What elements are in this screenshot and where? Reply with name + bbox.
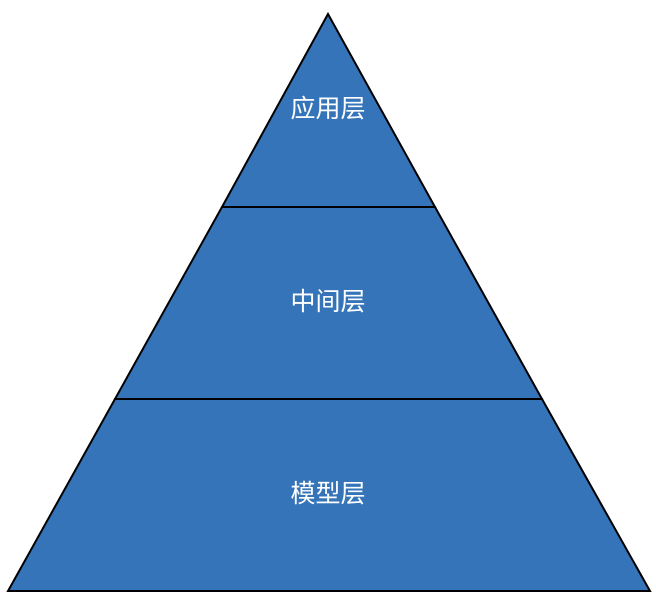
layer-label-middle: 中间层 [290,287,365,316]
pyramid-layer-model [6,398,652,592]
layer-label-model: 模型层 [290,479,365,508]
layer-label-application: 应用层 [290,94,365,123]
